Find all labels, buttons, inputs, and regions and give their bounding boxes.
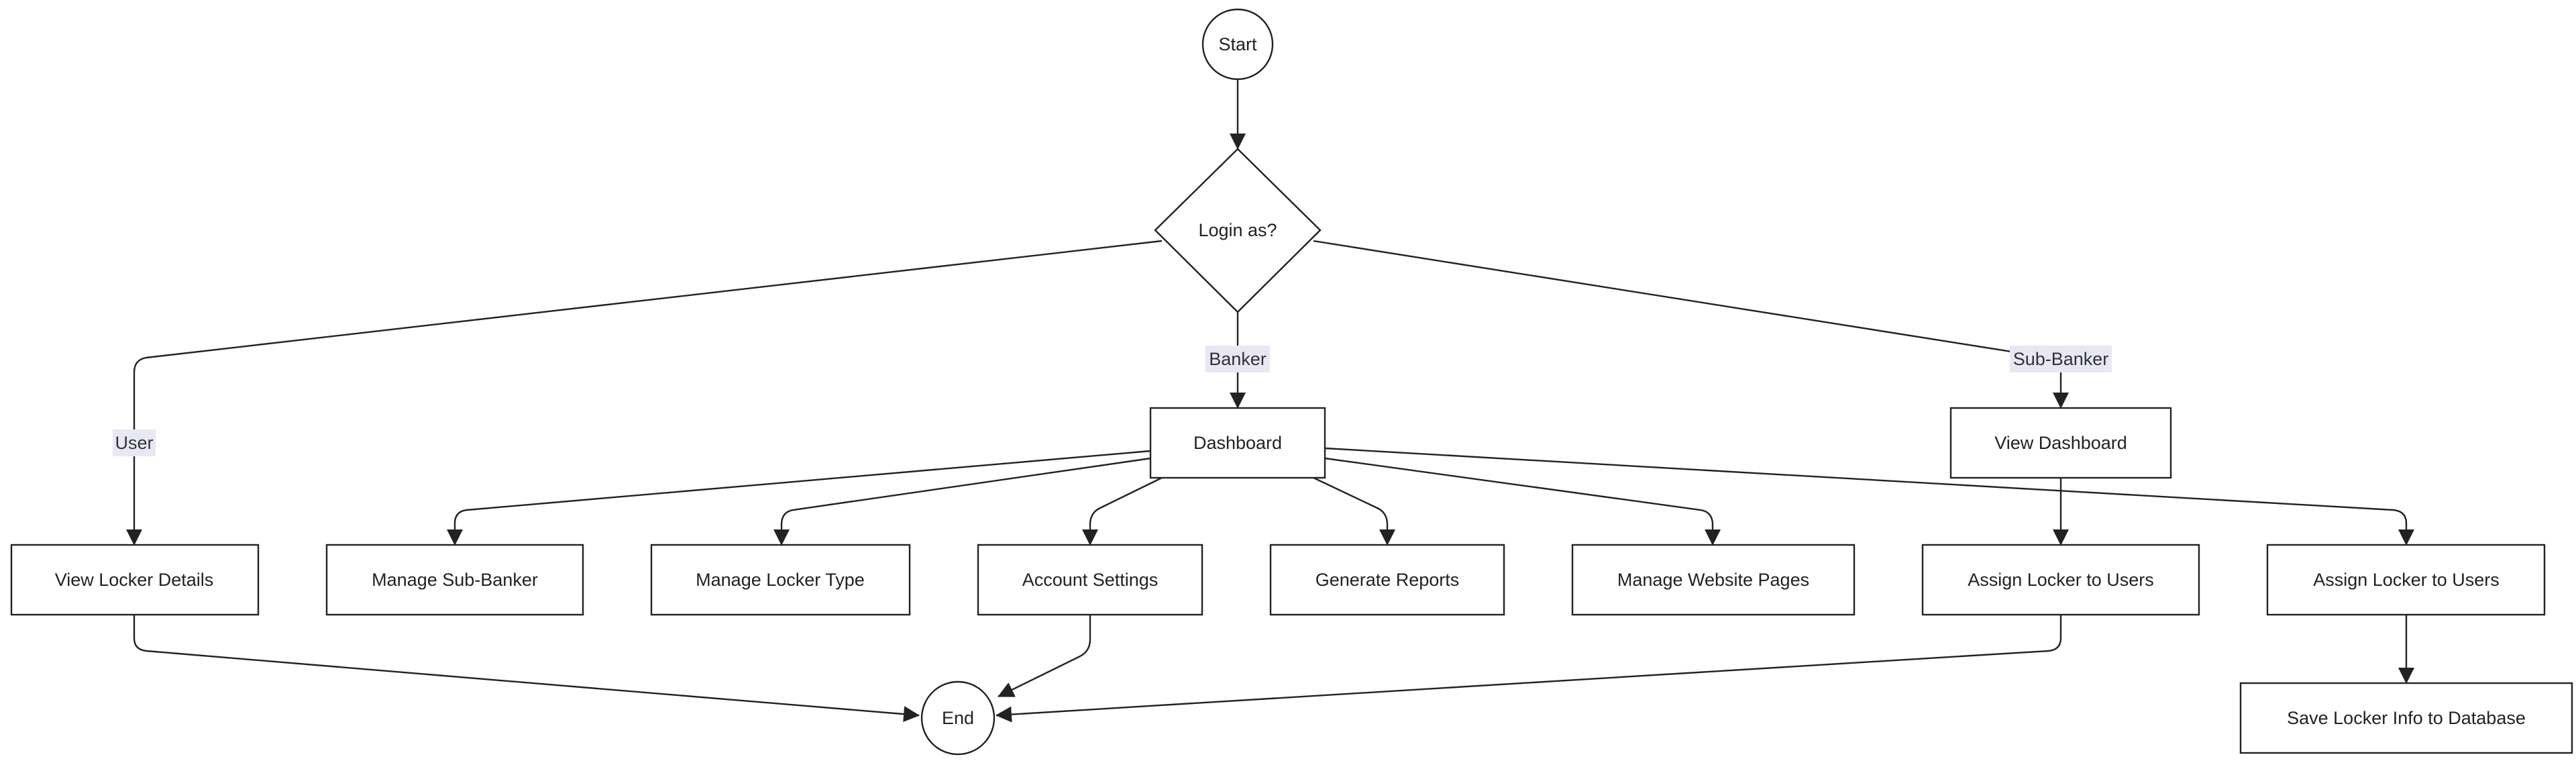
node-view-locker-details[interactable]: View Locker Details [10,544,260,616]
node-manage-website-pages[interactable]: Manage Website Pages [1571,544,1856,616]
edge-login-user [126,240,1163,546]
edge-dashboard-generate-reports [1313,476,1395,546]
node-view-dashboard-label: View Dashboard [1994,433,2127,453]
node-end-label: End [942,708,974,728]
node-manage-locker-type-label: Manage Locker Type [696,570,865,590]
node-assign-locker-sub-label: Assign Locker to Users [1968,570,2154,590]
edge-account-settings-end [998,615,1091,698]
node-generate-reports[interactable]: Generate Reports [1269,544,1505,616]
edge-assign-sub-end [996,615,2062,723]
edge-label-user-text: User [115,433,153,453]
edge-dashboard-manage-locker-type [773,457,1151,546]
edge-label-banker-text: Banker [1209,349,1267,369]
edge-label-user: User [113,429,156,456]
node-save-locker-info-label: Save Locker Info to Database [2287,708,2526,728]
node-end[interactable]: End [920,680,996,756]
edge-label-sub-banker: Sub-Banker [2010,346,2112,372]
edge-login-subbanker [1313,240,2069,409]
node-login-decision[interactable]: Login as? [1154,148,1322,313]
edge-label-sub-banker-text: Sub-Banker [2013,349,2109,369]
node-dashboard-label: Dashboard [1193,433,1282,453]
edge-dashboard-assign-locker [1324,447,2414,546]
node-manage-sub-banker-label: Manage Sub-Banker [372,570,538,590]
node-assign-locker-banker[interactable]: Assign Locker to Users [2266,544,2546,616]
edge-label-banker: Banker [1205,346,1270,372]
node-dashboard[interactable]: Dashboard [1149,407,1326,479]
node-assign-locker-banker-label: Assign Locker to Users [2313,570,2500,590]
node-view-locker-details-label: View Locker Details [55,570,214,590]
node-view-dashboard[interactable]: View Dashboard [1949,407,2172,479]
node-account-settings[interactable]: Account Settings [977,544,1203,616]
edges [126,79,2414,723]
edge-dashboard-manage-website-pages [1324,457,1721,546]
node-generate-reports-label: Generate Reports [1316,570,1460,590]
node-save-locker-info[interactable]: Save Locker Info to Database [2239,682,2573,754]
node-manage-sub-banker[interactable]: Manage Sub-Banker [325,544,584,616]
edge-dashboard-manage-sub-banker [447,450,1151,546]
node-manage-locker-type[interactable]: Manage Locker Type [650,544,911,616]
node-assign-locker-sub[interactable]: Assign Locker to Users [1921,544,2200,616]
node-account-settings-label: Account Settings [1022,570,1159,590]
node-manage-website-pages-label: Manage Website Pages [1617,570,1809,590]
node-start[interactable]: Start [1201,8,1274,81]
node-start-label: Start [1218,34,1257,54]
edge-dashboard-account-settings [1082,476,1163,546]
node-login-label: Login as? [1198,220,1277,240]
edge-view-locker-end [133,615,920,723]
